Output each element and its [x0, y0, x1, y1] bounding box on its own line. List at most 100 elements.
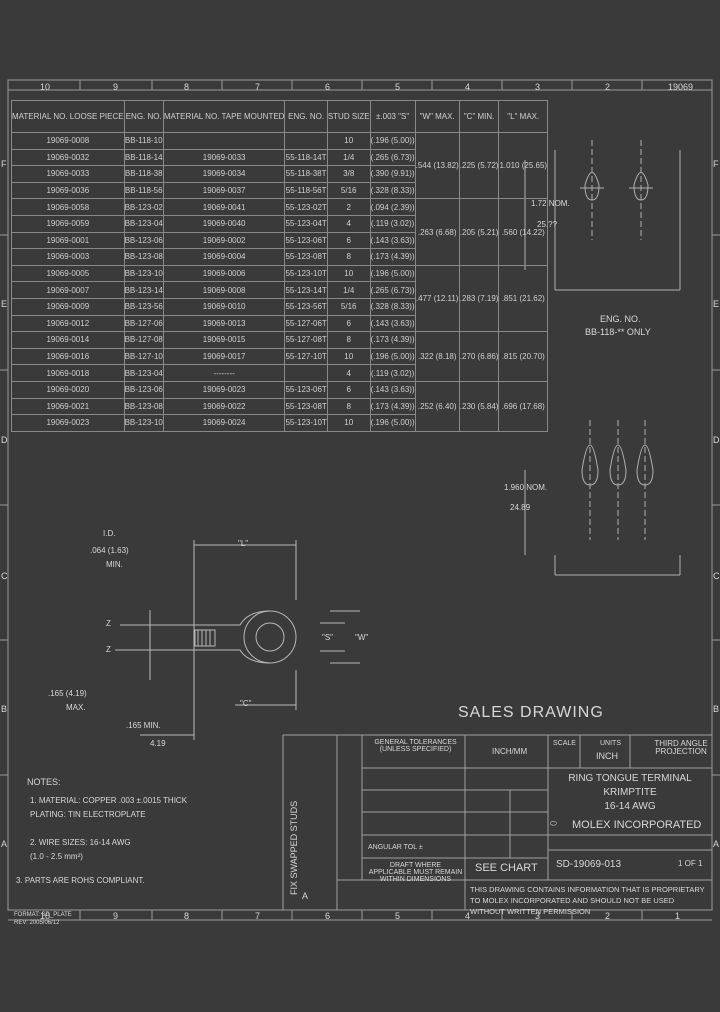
- table-cell: (.173 (4.39)): [369, 248, 416, 266]
- zone-bottom-8: 8: [184, 911, 190, 921]
- zone-top-9: 9: [113, 82, 119, 92]
- table-cell: BB-118-14: [123, 148, 164, 167]
- table-cell: BB-127-06: [123, 314, 164, 333]
- table-cell: 5/16: [326, 297, 371, 316]
- table-cell: (.390 (9.91)): [369, 165, 416, 183]
- table-cell: (.328 (8.33)): [369, 297, 416, 316]
- group-c-cell: .283 (7.19): [458, 264, 500, 333]
- zone-bottom-6: 6: [325, 911, 331, 921]
- table-cell: 19069-0008: [11, 132, 125, 150]
- table-cell: 19069-0008: [162, 281, 286, 299]
- table-cell: 2: [326, 198, 371, 216]
- part-number-table: MATERIAL NO. LOOSE PIECE ENG. NO. MATERI…: [11, 100, 549, 432]
- table-cell: --------: [162, 364, 286, 382]
- table-cell: (.196 (5.00)): [369, 347, 416, 366]
- table-cell: (.196 (5.00)): [369, 264, 416, 283]
- table-cell: (.173 (4.39)): [369, 397, 416, 416]
- units-value: INCH: [596, 751, 618, 761]
- table-cell: 3/8: [326, 165, 371, 183]
- table-cell: 1/4: [326, 281, 371, 299]
- table-cell: 19069-0040: [162, 214, 286, 233]
- table-cell: 19069-0004: [162, 248, 286, 266]
- table-cell: 1/4: [326, 148, 371, 167]
- zone-top-2: 2: [605, 82, 611, 92]
- table-cell: 8: [326, 248, 371, 266]
- table-cell: 19069-0041: [162, 198, 286, 216]
- table-cell: 10: [326, 132, 371, 150]
- table-cell: 6: [326, 380, 371, 399]
- table-cell: BB-127-10: [123, 347, 164, 366]
- table-cell: 55-123-06T: [284, 231, 328, 250]
- table-cell: (.143 (3.63)): [369, 380, 416, 399]
- table-cell: [162, 132, 286, 150]
- table-cell: BB-123-14: [123, 281, 164, 299]
- table-cell: 19069-0023: [11, 414, 125, 432]
- row-b-right: B: [713, 704, 720, 714]
- row-a-left: A: [1, 839, 8, 849]
- table-cell: (.328 (8.33)): [369, 181, 416, 200]
- thickness-dim: .165 (4.19): [48, 689, 87, 698]
- table-cell: 8: [326, 397, 371, 416]
- table-cell: 55-123-08T: [284, 248, 328, 266]
- sheet-number: 1 OF 1: [678, 859, 703, 868]
- row-e-right: E: [713, 299, 720, 309]
- table-cell: BB-123-04: [123, 364, 164, 382]
- group-l-cell: .851 (21.62): [498, 264, 549, 333]
- zone-bottom-7: 7: [255, 911, 261, 921]
- table-cell: BB-123-10: [123, 264, 164, 283]
- table-cell: 19069-0059: [11, 214, 125, 233]
- row-a-right: A: [713, 839, 720, 849]
- table-cell: 55-123-10T: [284, 264, 328, 283]
- general-tolerances: GENERAL TOLERANCES (UNLESS SPECIFIED): [374, 739, 457, 753]
- table-cell: 55-123-14T: [284, 281, 328, 299]
- part-title-2: KRIMPTITE: [603, 787, 657, 798]
- notes-title: NOTES:: [27, 777, 61, 787]
- z-label-2: Z: [106, 645, 111, 654]
- part-title-1: RING TONGUE TERMINAL: [568, 773, 692, 784]
- table-cell: 19069-0009: [11, 297, 125, 316]
- table-cell: 55-123-08T: [284, 397, 328, 416]
- row-c-left: C: [1, 571, 8, 581]
- fix-swapped-studs: FIX SWAPPED STUDS: [289, 800, 299, 895]
- units-label: UNITS: [600, 740, 621, 747]
- group-w-cell: .252 (6.40): [414, 380, 460, 432]
- table-cell: [284, 364, 328, 382]
- s-label: "S": [322, 633, 334, 642]
- table-cell: 55-123-10T: [284, 414, 328, 432]
- table-cell: 19069-0005: [11, 264, 125, 283]
- table-cell: BB-123-08: [123, 248, 164, 266]
- w-label: "W": [355, 633, 369, 642]
- title-block-grid: [282, 734, 712, 910]
- note-line: 2. WIRE SIZES: 16-14 AWG: [30, 838, 131, 847]
- table-cell: 19069-0006: [162, 264, 286, 283]
- table-cell: 19069-0037: [162, 181, 286, 200]
- table-cell: (.094 (2.39)): [369, 198, 416, 216]
- col-header: "L" MAX.: [498, 100, 549, 133]
- table-cell: BB-123-02: [123, 198, 164, 216]
- table-cell: 19069-0014: [11, 331, 125, 349]
- table-cell: 55-127-06T: [284, 314, 328, 333]
- zone-bottom-9: 9: [113, 911, 119, 921]
- molex-logo: ⬭: [550, 819, 557, 828]
- dim-top-mm: 25.??: [537, 220, 558, 229]
- group-w-cell: .263 (6.68): [414, 198, 460, 266]
- view-caption: ENG. NO.: [600, 314, 641, 324]
- table-cell: 55-118-14T: [284, 148, 328, 167]
- sales-drawing-title: SALES DRAWING: [458, 704, 604, 721]
- table-cell: 19069-0020: [11, 380, 125, 399]
- dim-bottom-nom: 1.960 NOM.: [504, 483, 548, 492]
- table-cell: (.265 (6.73)): [369, 281, 416, 299]
- table-cell: 55-123-06T: [284, 380, 328, 399]
- rev-letter: A: [302, 891, 309, 901]
- note-line: PLATING: TIN ELECTROPLATE: [30, 810, 146, 819]
- note-line: 3. PARTS ARE ROHS COMPLIANT.: [16, 876, 145, 885]
- table-cell: 6: [326, 231, 371, 250]
- zone-top-5: 5: [395, 82, 401, 92]
- group-c-cell: .230 (5.84): [458, 380, 500, 432]
- format-rev: REV: 2005/06/12: [14, 920, 60, 926]
- id-label: I.D.: [103, 529, 116, 538]
